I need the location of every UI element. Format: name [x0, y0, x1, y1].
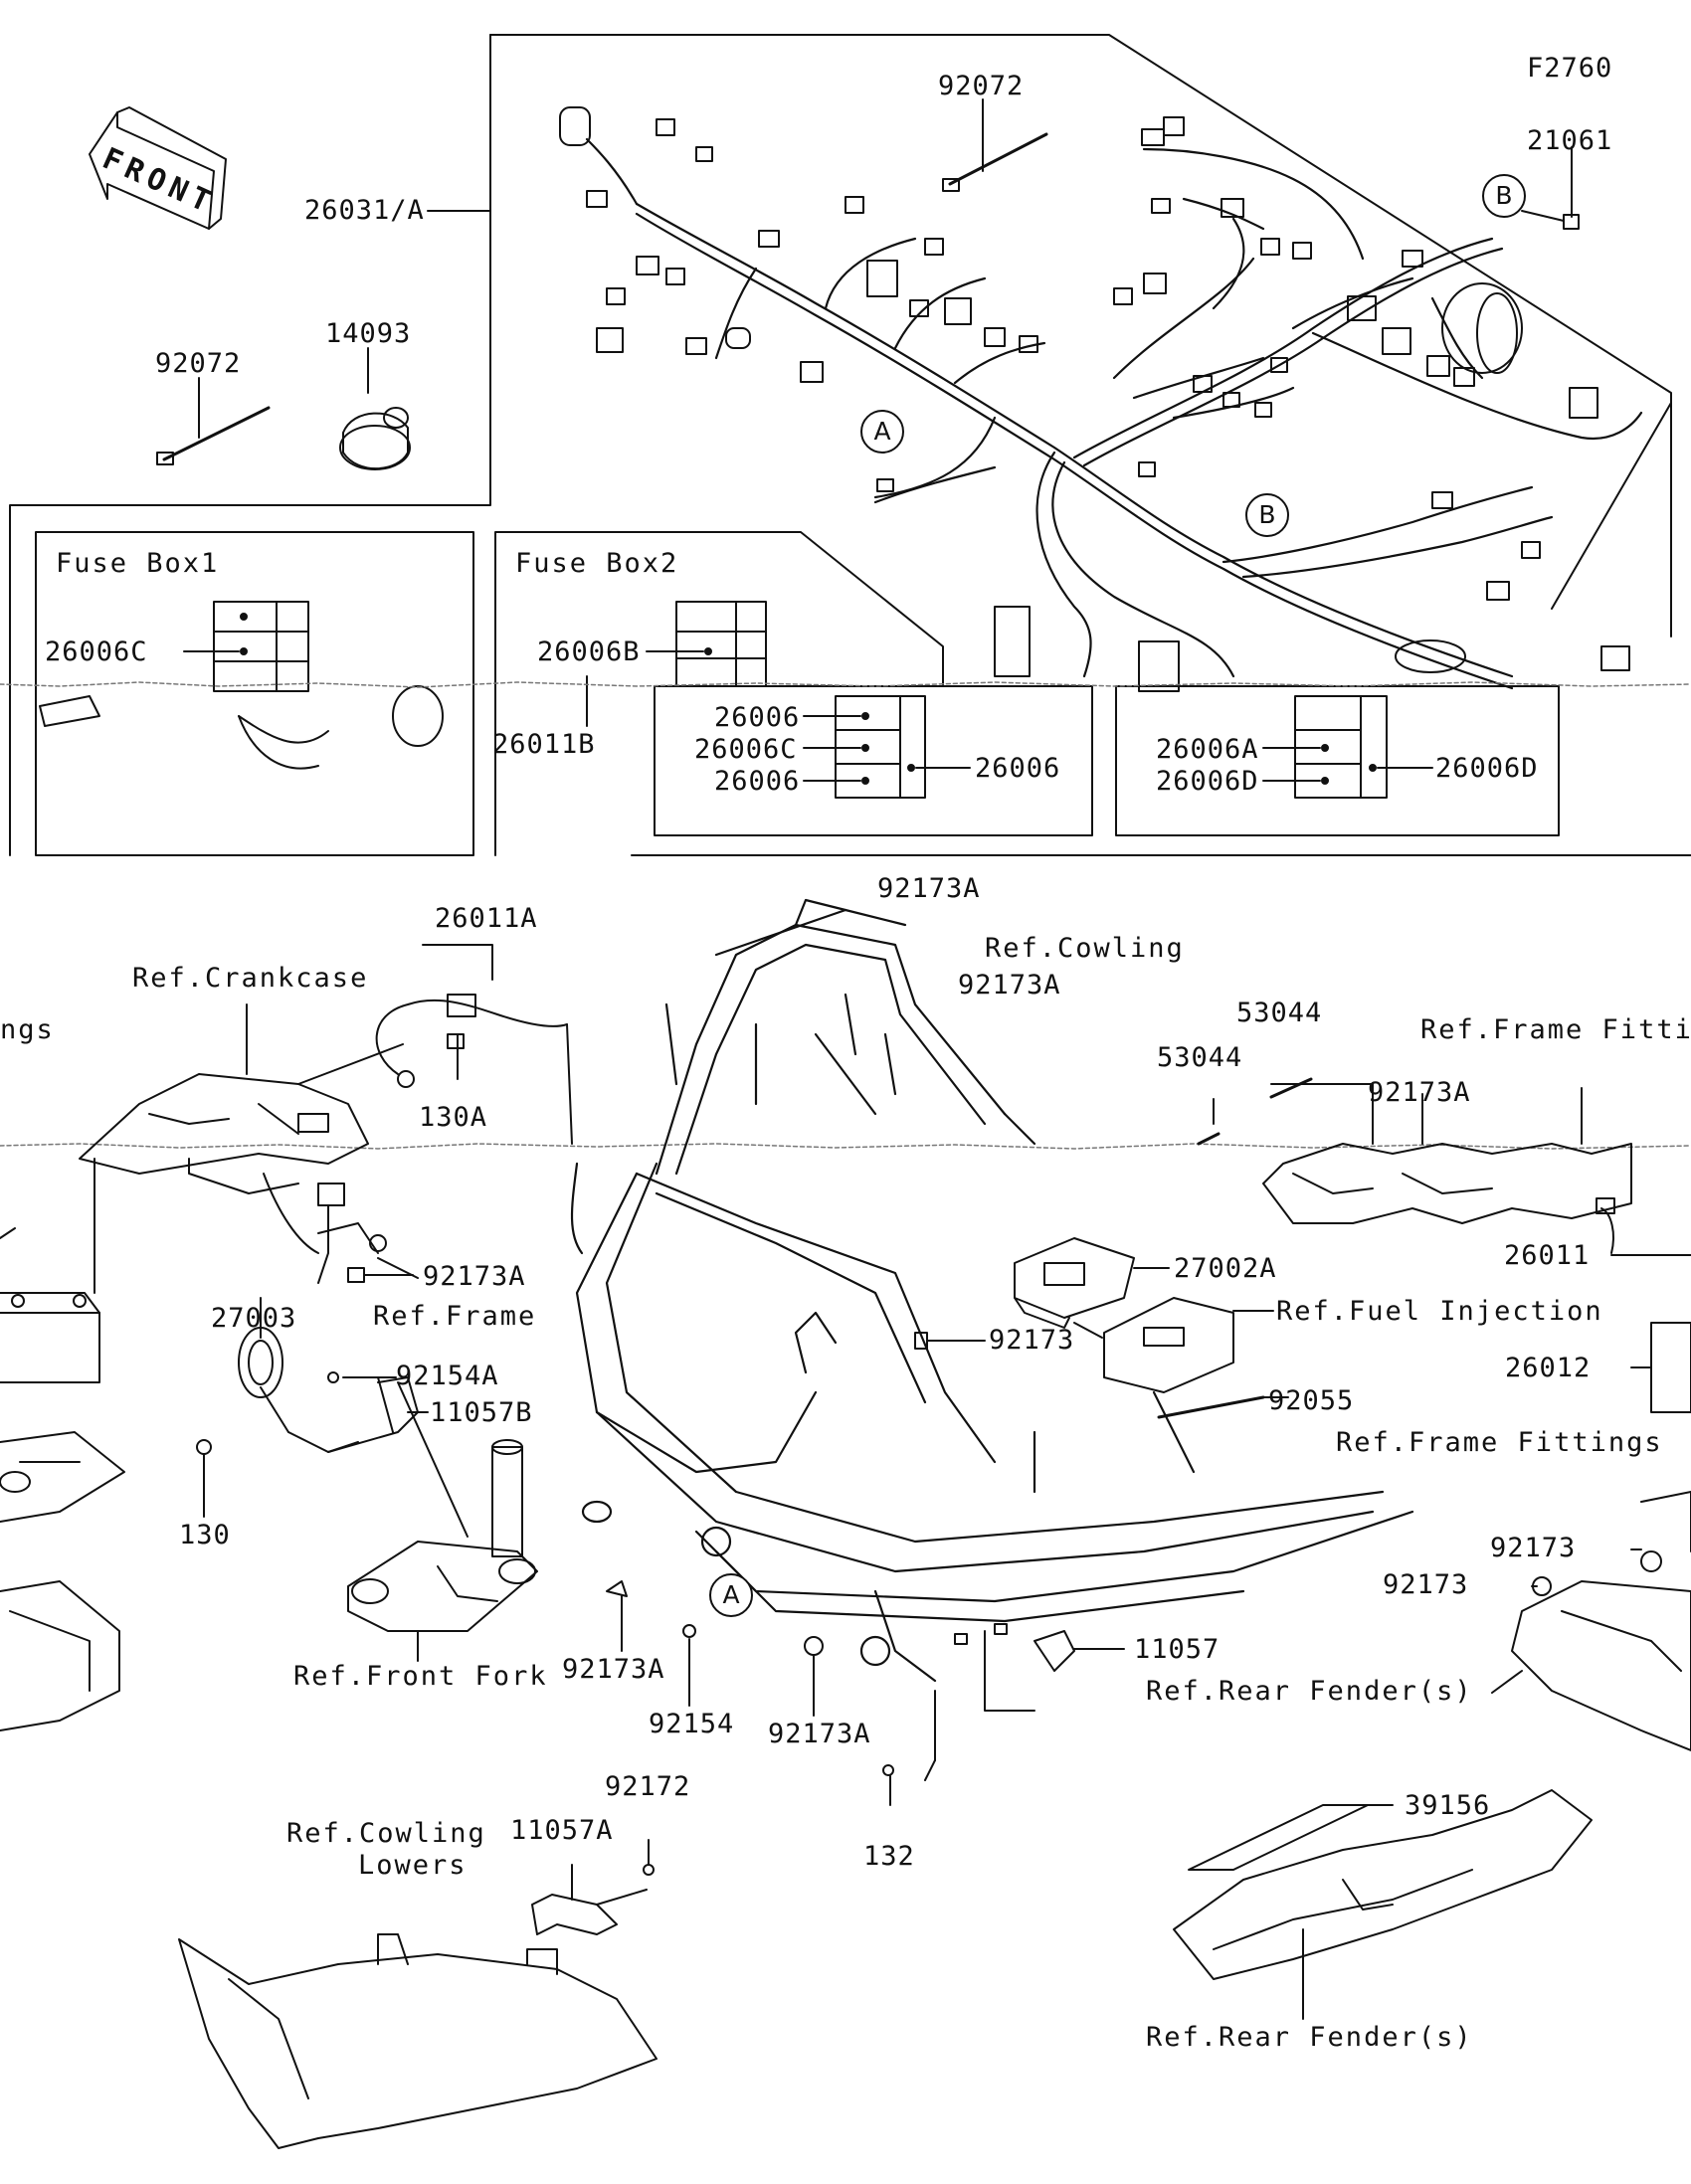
fuse-box2-frame — [494, 531, 944, 856]
label-11057A: 11057A — [510, 1815, 614, 1846]
callout-b-mid: B — [1245, 493, 1289, 537]
ref-frame-fittings-right: Ref.Frame Fittings — [1336, 1427, 1663, 1458]
relay-27002 — [263, 1173, 387, 1284]
label-53044-a: 53044 — [1236, 998, 1323, 1028]
label-21061: 21061 — [1527, 125, 1613, 156]
harness-connectors — [559, 106, 1630, 692]
ecu-27002A — [1014, 1237, 1135, 1329]
ref-frame-fittings-right-top: Ref.Frame Fittin — [1420, 1014, 1691, 1045]
fuse-box2-title: Fuse Box2 — [515, 548, 679, 579]
label-26006-a: 26006 — [714, 702, 801, 733]
label-130A: 130A — [419, 1102, 488, 1133]
cowling-lowers — [178, 1933, 658, 2149]
ref-cowling-lowers-line1: Ref.Cowling — [286, 1818, 486, 1849]
label-92172: 92172 — [605, 1771, 691, 1802]
label-26006D-a: 26006D — [1156, 766, 1259, 797]
fuse-box1-title: Fuse Box1 — [56, 548, 220, 579]
ref-crankcase: Ref.Crankcase — [132, 963, 369, 994]
ref-rear-fender-b: Ref.Rear Fender(s) — [1146, 2022, 1473, 2053]
label-11057B: 11057B — [430, 1397, 533, 1428]
fuel-injection-tray — [1103, 1297, 1234, 1393]
label-132: 132 — [863, 1841, 915, 1872]
label-92055: 92055 — [1268, 1385, 1355, 1416]
label-130: 130 — [179, 1520, 231, 1550]
label-27003: 27003 — [211, 1303, 297, 1334]
ref-cowling-lowers-line2: Lowers — [358, 1850, 468, 1881]
ref-frame-fittings-left: ngs — [0, 1014, 55, 1045]
label-11057: 11057 — [1134, 1634, 1221, 1665]
label-39156: 39156 — [1405, 1790, 1491, 1821]
front-fork-stem — [347, 1439, 538, 1632]
label-92154A: 92154A — [396, 1361, 499, 1391]
label-26011: 26011 — [1504, 1240, 1591, 1271]
plate-39156 — [1188, 1804, 1394, 1871]
label-26006-c: 26006 — [714, 766, 801, 797]
main-wiring-harness — [585, 137, 1643, 690]
harness-box-left — [9, 34, 491, 856]
label-92173-b: 92173 — [1490, 1533, 1577, 1563]
label-26011A: 26011A — [435, 903, 538, 934]
cable-tie-92072-top — [942, 132, 1048, 192]
callout-a-top: A — [860, 410, 904, 454]
part-14093-drawing — [339, 407, 411, 470]
label-92173-a: 92173 — [989, 1325, 1075, 1356]
label-92173A-6: 92173A — [768, 1719, 871, 1749]
torn-edge-lower — [0, 1143, 1691, 1150]
crankcase-drawing — [79, 1073, 369, 1175]
label-92173A-2: 92173A — [958, 970, 1061, 1001]
harness-box-outline — [489, 34, 1672, 637]
label-26031A: 26031/A — [304, 195, 425, 226]
ref-fuel-injection: Ref.Fuel Injection — [1276, 1296, 1603, 1327]
label-26006B: 26006B — [537, 637, 641, 667]
label-27002A: 27002A — [1174, 1253, 1277, 1284]
label-26006C-b: 26006C — [694, 734, 798, 765]
horn-27003 — [196, 1327, 359, 1455]
label-92173A-5: 92173A — [562, 1654, 665, 1685]
label-26011B: 26011B — [492, 729, 596, 760]
label-14093: 14093 — [325, 318, 412, 349]
figure-id: F2760 — [1527, 53, 1613, 84]
label-26006C-box1: 26006C — [45, 637, 148, 667]
ref-rear-fender-a: Ref.Rear Fender(s) — [1146, 1676, 1473, 1707]
fuse-box2-block — [675, 601, 767, 687]
callout-b-top: B — [1482, 174, 1526, 218]
label-26006A: 26006A — [1156, 734, 1259, 765]
label-53044-b: 53044 — [1157, 1042, 1243, 1073]
cable-tie-92072-left — [156, 406, 271, 465]
fuse-box1-block — [213, 601, 309, 692]
motorcycle-frame — [570, 1162, 1414, 1683]
label-92173-c: 92173 — [1383, 1569, 1469, 1600]
label-92154: 92154 — [649, 1709, 735, 1739]
ref-frame: Ref.Frame — [373, 1301, 537, 1332]
label-92072-top: 92072 — [938, 71, 1025, 101]
ref-front-fork: Ref.Front Fork — [293, 1661, 548, 1692]
torn-edge-upper — [0, 681, 1691, 688]
label-26012: 26012 — [1505, 1353, 1592, 1383]
label-92072-left: 92072 — [155, 348, 242, 379]
label-92173A-top: 92173A — [877, 873, 981, 904]
battery-left — [0, 1292, 125, 1731]
label-26006D-b: 26006D — [1435, 753, 1539, 784]
callout-a-bottom: A — [709, 1573, 753, 1617]
ref-cowling: Ref.Cowling — [985, 933, 1185, 964]
label-26006-d: 26006 — [975, 753, 1061, 784]
front-arrow-shape — [89, 111, 215, 230]
front-subframe — [655, 898, 1036, 1176]
rear-fender-lower — [1173, 1789, 1593, 1980]
label-92173A-4: 92173A — [423, 1261, 526, 1292]
fuse-box1-frame — [35, 531, 474, 856]
rear-fender-right — [1511, 1491, 1691, 1751]
label-92173A-3: 92173A — [1368, 1077, 1471, 1108]
